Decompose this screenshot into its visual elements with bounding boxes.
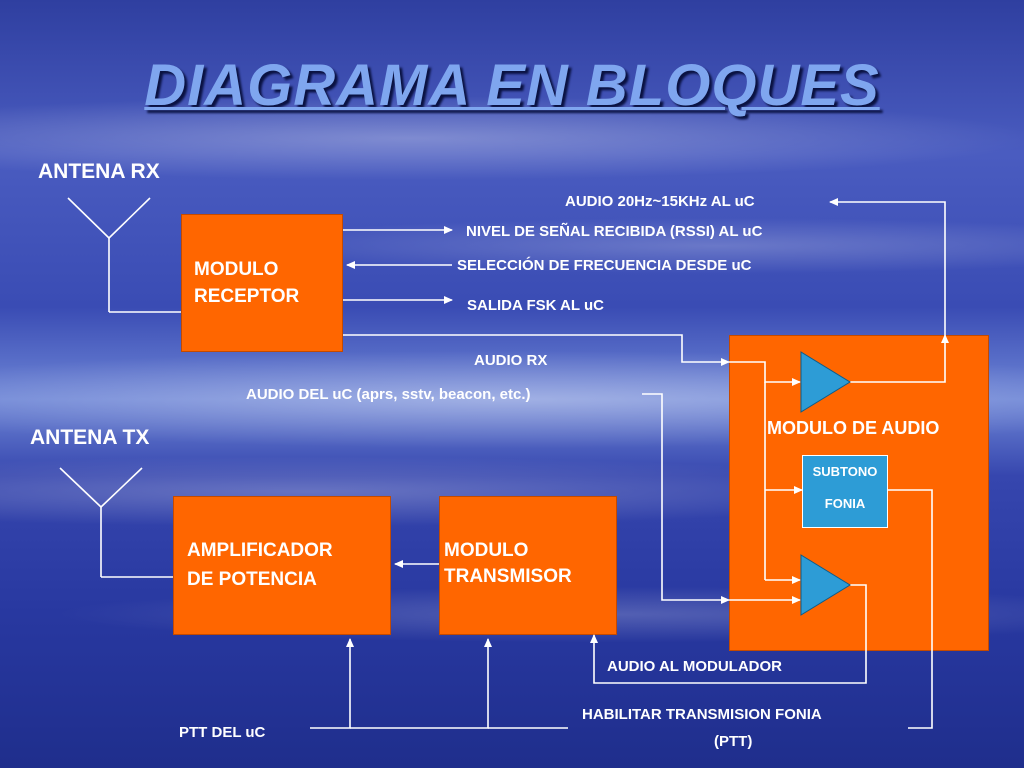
antena-rx-icon	[67, 197, 181, 313]
antena-tx-label: ANTENA TX	[30, 426, 150, 449]
amplificador-label-2: DE POTENCIA	[187, 569, 317, 590]
receptor-block: MODULO RECEPTOR	[181, 214, 343, 352]
ptt-uc-label: PTT DEL uC	[179, 724, 266, 741]
subtono-label-2: FONIA	[824, 496, 866, 511]
habilitar-label-2: (PTT)	[714, 733, 753, 750]
audio-uc-label: AUDIO 20Hz~15KHz AL uC	[565, 193, 755, 210]
receptor-label-1: MODULO	[194, 259, 279, 280]
tx-amplifier-triangle	[800, 554, 851, 616]
rx-amplifier-triangle	[800, 351, 851, 413]
habilitar-label-1: HABILITAR TRANSMISION FONIA	[582, 706, 822, 723]
amplificador-block: AMPLIFICADOR DE POTENCIA	[173, 496, 391, 635]
modulo-audio-label: MODULO DE AUDIO	[767, 418, 940, 438]
audio-modulador-label: AUDIO AL MODULADOR	[607, 658, 782, 675]
subtono-wire	[888, 489, 933, 729]
audio-rx-inner-wire	[729, 361, 801, 386]
audio-rx-label: AUDIO RX	[474, 352, 548, 369]
audio-del-uc-label: AUDIO DEL uC (aprs, sstv, beacon, etc.)	[246, 386, 531, 403]
antena-rx-label: ANTENA RX	[38, 160, 160, 183]
ptt-wire	[310, 638, 354, 729]
fsk-label: SALIDA FSK AL uC	[467, 297, 604, 314]
rssi-label: NIVEL DE SEÑAL RECIBIDA (RSSI) AL uC	[466, 223, 763, 240]
subtono-label-1: SUBTONO	[812, 464, 878, 479]
audio-modulador-wire	[590, 584, 867, 684]
audio-uc-wire	[850, 334, 949, 383]
audio-rx-wire	[343, 334, 730, 366]
transmisor-label-1: MODULO	[444, 540, 529, 561]
amplificador-label-1: AMPLIFICADOR	[187, 540, 333, 561]
diagram-title: DIAGRAMA EN BLOQUES	[144, 53, 880, 118]
transmisor-label-2: TRANSMISOR	[444, 566, 572, 587]
audio-del-uc-wire	[642, 393, 730, 604]
transmisor-block: MODULO TRANSMISOR	[439, 496, 617, 635]
receptor-label-2: RECEPTOR	[194, 286, 300, 307]
subtono-block: SUBTONO FONIA	[802, 455, 888, 528]
antena-tx-icon	[59, 467, 173, 578]
frecuencia-label: SELECCIÓN DE FRECUENCIA DESDE uC	[457, 257, 752, 274]
